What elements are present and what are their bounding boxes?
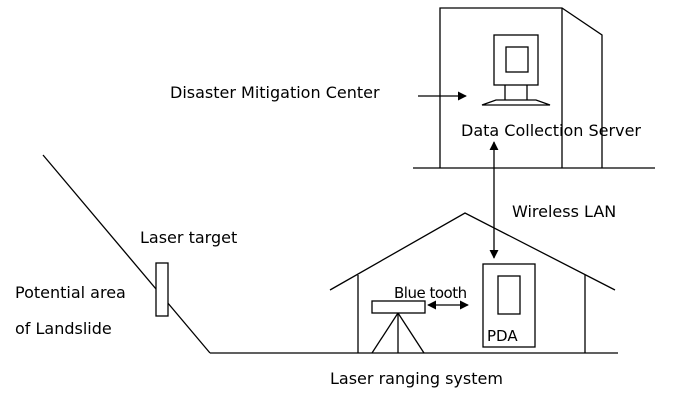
observation-house <box>329 212 616 353</box>
bluetooth-label: Blue tooth <box>394 284 467 302</box>
server-computer-icon <box>481 34 551 106</box>
landslide-label-line2: of Landslide <box>15 319 112 338</box>
server-label: Data Collection Server <box>461 121 641 140</box>
pda-device-icon <box>482 263 536 348</box>
slope-and-ground <box>42 154 618 354</box>
laser-target-label: Laser target <box>140 228 238 247</box>
laser-device-tripod <box>371 300 426 354</box>
laser-system-label: Laser ranging system <box>330 369 503 388</box>
mitigation-center-building <box>413 7 655 169</box>
wireless-lan-label: Wireless LAN <box>512 202 617 221</box>
pda-label: PDA <box>487 327 518 345</box>
laser-target-marker <box>155 262 169 317</box>
landslide-label-line1: Potential area <box>15 283 126 302</box>
center-label: Disaster Mitigation Center <box>170 83 380 102</box>
